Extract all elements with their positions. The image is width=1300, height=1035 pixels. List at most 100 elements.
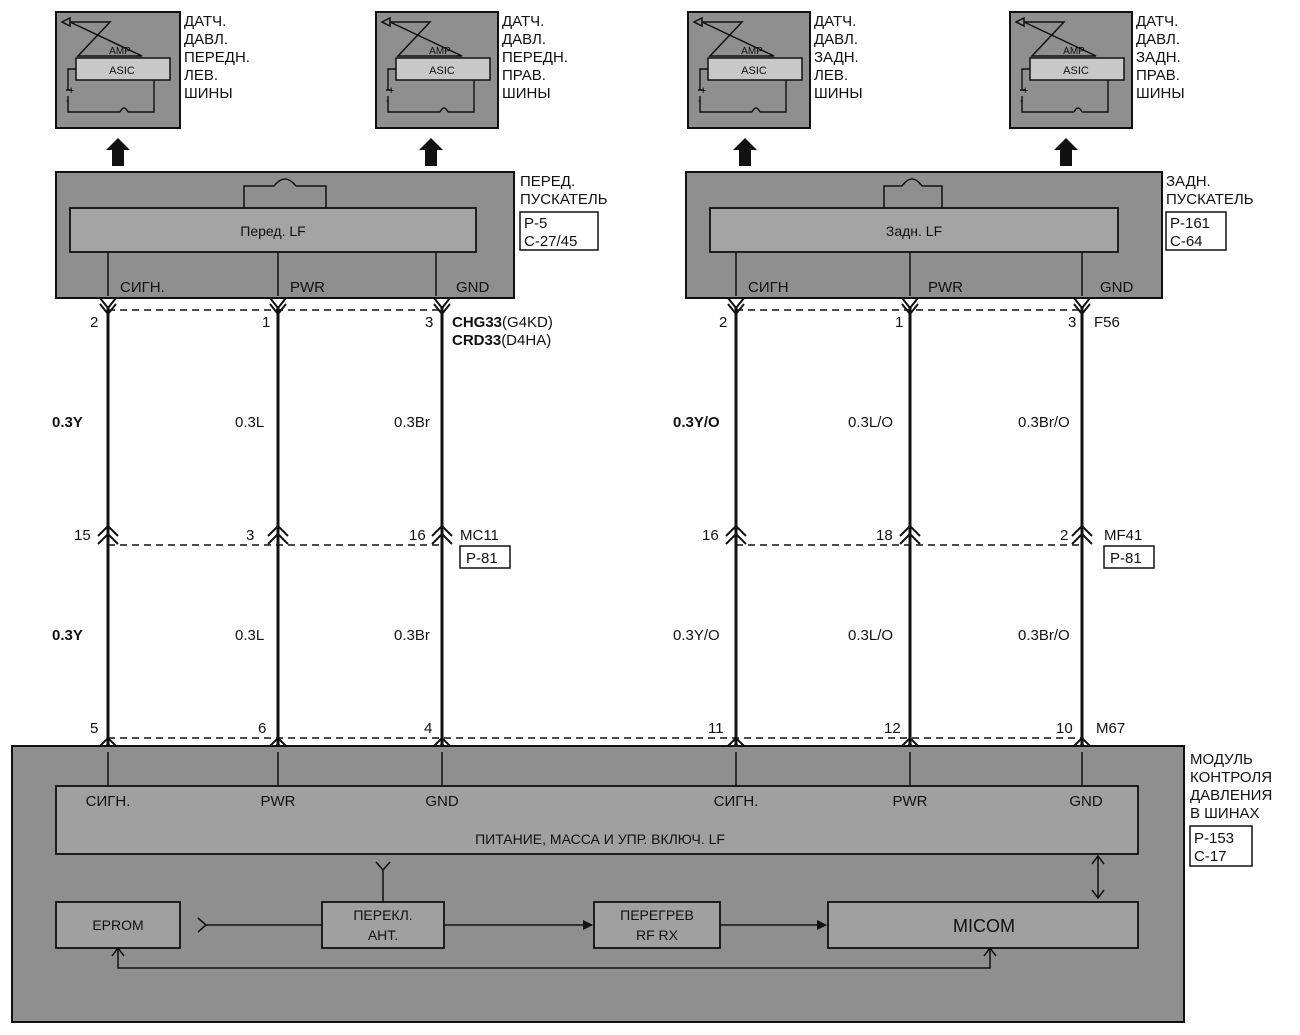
- pin-number: 5: [90, 720, 98, 737]
- initiator-title: ЗАДН.: [1166, 173, 1211, 190]
- sensor-rear-right: + - AMP ASIC ДАТЧ. ДАВЛ. ЗАДН. ПРАВ. ШИН…: [1009, 11, 1185, 129]
- connector-ref: P-81: [466, 550, 498, 567]
- pin-number: 1: [262, 314, 270, 331]
- module-pin-label: PWR: [261, 793, 296, 810]
- pin-number: 15: [74, 527, 91, 544]
- coil-icon: [243, 178, 327, 208]
- up-arrow-icon: [1054, 138, 1078, 166]
- sensor-title-line: ДАВЛ.: [814, 31, 858, 48]
- connector-name: MF41: [1104, 527, 1142, 544]
- module-pin-label: СИГН.: [86, 793, 131, 810]
- pin-number: 3: [1068, 314, 1076, 331]
- svg-text:+: +: [68, 85, 74, 97]
- module-title-line: МОДУЛЬ: [1190, 751, 1253, 768]
- micom-label: MICOM: [953, 916, 1015, 936]
- initiator-title: ПУСКАТЕЛЬ: [1166, 191, 1254, 208]
- connector-name: M67: [1096, 720, 1125, 737]
- sensor-title-line: ЛЕВ.: [184, 67, 218, 84]
- sensor-front-right: + - AMP ASIC ДАТЧ. ДАВЛ. ПЕРЕДН. ПРАВ. Ш…: [375, 11, 568, 129]
- wire-color-label: 0.3Br: [394, 414, 430, 431]
- connector-rear-top: 2 1 3 F56: [719, 314, 1120, 331]
- initiator-ref: P-5: [524, 215, 547, 232]
- sensor-rear-left: + - AMP ASIC ДАТЧ. ДАВЛ. ЗАДН. ЛЕВ. ШИНЫ: [687, 11, 863, 129]
- module-title-line: В ШИНАХ: [1190, 805, 1260, 822]
- module-pin-label: PWR: [893, 793, 928, 810]
- connector-module: 5 6 4 11 12 10 M67: [90, 720, 1125, 737]
- initiator-pin-label: PWR: [290, 279, 325, 296]
- rf-arrow-icons: [106, 138, 1078, 166]
- pin-number: 4: [424, 720, 432, 737]
- svg-text:CRD33(D4HA): CRD33(D4HA): [452, 332, 551, 349]
- module-title: МОДУЛЬ КОНТРОЛЯ ДАВЛЕНИЯ В ШИНАХ P-153 C…: [1189, 751, 1272, 867]
- connector-front-top: 2 1 3 CHG33(G4KD) CRD33(D4HA): [90, 314, 553, 349]
- module-title-line: ДАВЛЕНИЯ: [1190, 787, 1272, 804]
- wire-color-label: 0.3L: [235, 414, 264, 431]
- pin-number: 1: [895, 314, 903, 331]
- sensor-title-line: ШИНЫ: [814, 85, 863, 102]
- sensor-title-line: ПЕРЕДН.: [502, 49, 568, 66]
- initiator-inner-label: Перед. LF: [240, 223, 305, 239]
- module-pin-leads: [107, 752, 1083, 786]
- sensor-circuit-icon: + -: [1014, 16, 1125, 113]
- initiator-title: ПУСКАТЕЛЬ: [520, 191, 608, 208]
- power-ground-label: ПИТАНИЕ, МАССА И УПР. ВКЛЮЧ. LF: [475, 831, 725, 847]
- antenna-switch-label: ПЕРЕКЛ.: [353, 907, 412, 923]
- module-ref: C-17: [1194, 848, 1227, 865]
- rf-receiver-label: ПЕРЕГРЕВ: [620, 907, 694, 923]
- sensor-title-line: ШИНЫ: [502, 85, 551, 102]
- connector-ref: P-81: [1110, 550, 1142, 567]
- svg-text:CHG33(G4KD): CHG33(G4KD): [452, 314, 553, 331]
- antenna-icon: [375, 861, 391, 902]
- initiator-pin-label: СИГН.: [120, 279, 165, 296]
- wire-labels-lower: 0.3Y 0.3L 0.3Br 0.3Y/O 0.3L/O 0.3Br/O: [52, 627, 1070, 644]
- svg-text:-: -: [1020, 95, 1024, 107]
- sensor-circuit-icon: + -: [380, 16, 491, 113]
- connector-rear-mid: 16 18 2 MF41 P-81: [702, 527, 1155, 569]
- up-arrow-icon: [733, 138, 757, 166]
- module-signal-flow: [111, 854, 1105, 969]
- connector-name: CRD33: [452, 332, 501, 349]
- asic-label: ASIC: [429, 65, 455, 77]
- amp-label: AMP: [1063, 46, 1085, 57]
- harness-wires: [106, 306, 1084, 752]
- module-pin-labels: СИГН. PWR GND СИГН. PWR GND: [86, 793, 1103, 810]
- initiator-pin-label: GND: [1100, 279, 1134, 296]
- amp-label: AMP: [741, 46, 763, 57]
- module-pin-label: СИГН.: [714, 793, 759, 810]
- sensor-title-line: ЛЕВ.: [814, 67, 848, 84]
- wire-color-label: 0.3L/O: [848, 414, 893, 431]
- connector-dashes: [108, 309, 1082, 739]
- sensor-title-line: ЗАДН.: [814, 49, 859, 66]
- pin-number: 18: [876, 527, 893, 544]
- eprom-label: EPROM: [92, 917, 143, 933]
- sensor-title-line: ДАТЧ.: [184, 13, 226, 30]
- connector-engine: (D4HA): [501, 332, 551, 349]
- connector-engine: (G4KD): [502, 314, 553, 331]
- pin-number: 6: [258, 720, 266, 737]
- svg-text:-: -: [66, 95, 70, 107]
- connector-name: CHG33: [452, 314, 502, 331]
- sensor-circuit-icon: + -: [692, 16, 803, 113]
- wire-labels-upper: 0.3Y 0.3L 0.3Br 0.3Y/O 0.3L/O 0.3Br/O: [52, 414, 1070, 431]
- pin-number: 2: [1060, 527, 1068, 544]
- module-pin-label: GND: [425, 793, 459, 810]
- module-pin-label: GND: [1069, 793, 1103, 810]
- wire-color-label: 0.3Br/O: [1018, 627, 1070, 644]
- connector-terminals: [97, 297, 1093, 753]
- asic-label: ASIC: [741, 65, 767, 77]
- sensor-front-left: + - AMP ASIC ДАТЧ. ДАВЛ. ПЕРЕДН. ЛЕВ. ШИ…: [55, 11, 250, 129]
- pin-number: 2: [90, 314, 98, 331]
- pin-number: 10: [1056, 720, 1073, 737]
- wire-color-label: 0.3Br: [394, 627, 430, 644]
- antenna-switch-label: АНТ.: [368, 927, 398, 943]
- connector-front-mid: 15 3 16 MC11 P-81: [74, 527, 511, 569]
- sensor-title-line: ДАВЛ.: [502, 31, 546, 48]
- sensor-title-line: ПЕРЕДН.: [184, 49, 250, 66]
- svg-text:-: -: [386, 95, 390, 107]
- sensor-title-line: ДАТЧ.: [1136, 13, 1178, 30]
- connector-name: F56: [1094, 314, 1120, 331]
- pin-number: 3: [246, 527, 254, 544]
- pin-number: 16: [409, 527, 426, 544]
- wire-color-label: 0.3Y/O: [673, 414, 720, 431]
- module-title-line: КОНТРОЛЯ: [1190, 769, 1272, 786]
